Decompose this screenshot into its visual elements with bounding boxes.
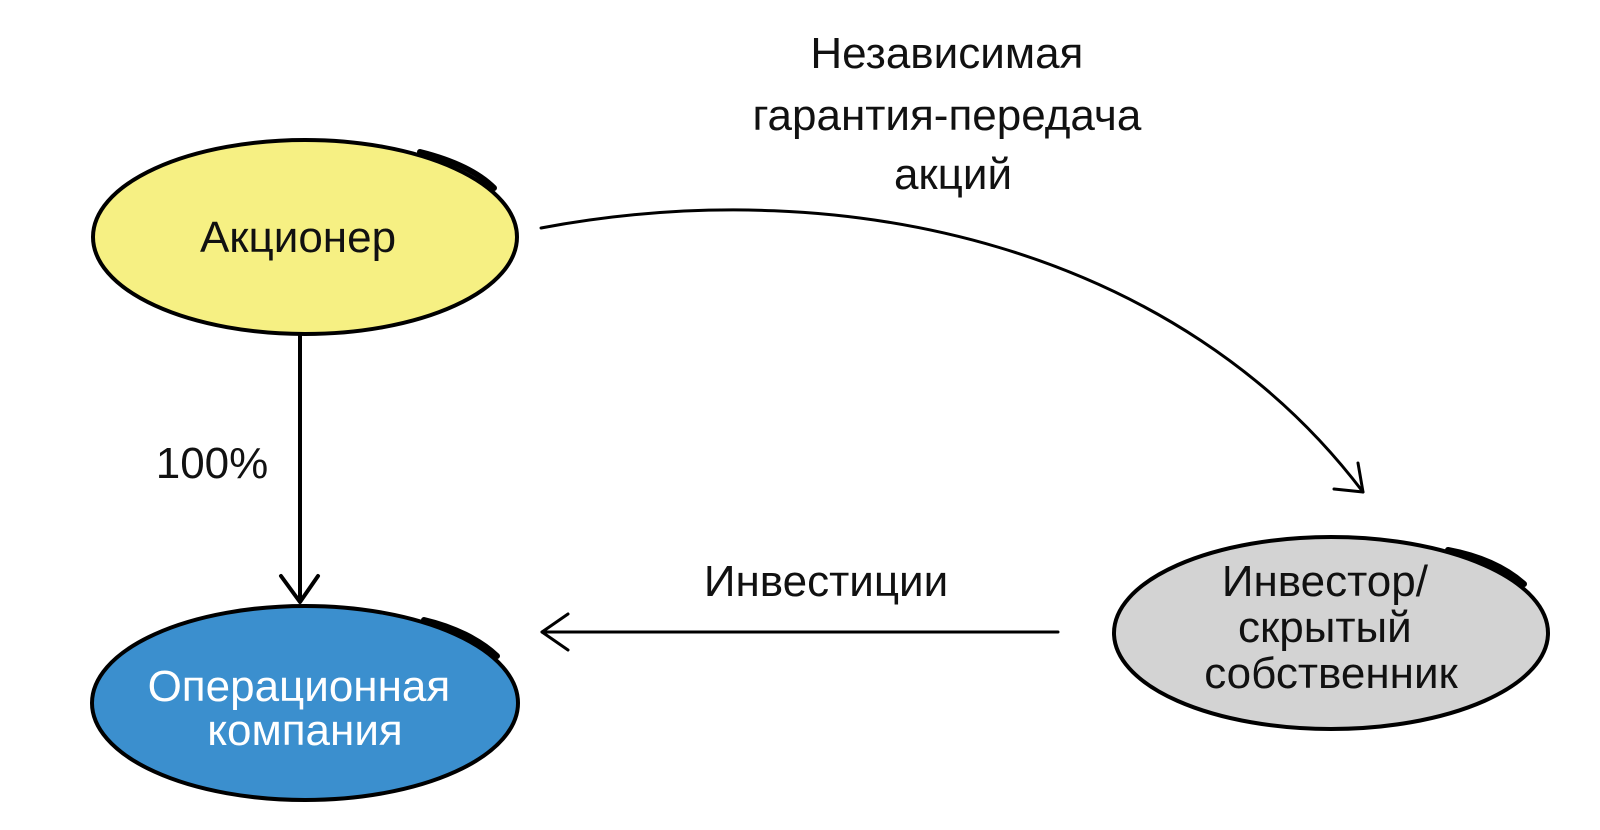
investor-label-line-1: Инвестор/ [1222, 557, 1429, 606]
operating-company-node: Операционная компания [90, 604, 520, 802]
operating-company-node-shape [90, 604, 520, 802]
operating-company-label: Операционная компания [148, 662, 463, 755]
investor-label-line-3: собственник [1204, 649, 1458, 698]
investment-edge-label: Инвестиции [704, 557, 948, 606]
operating-company-node-rim [421, 617, 500, 659]
investor-node-rim [1445, 547, 1527, 587]
guarantee-edge-arrowhead [1332, 461, 1365, 494]
shareholder-node-rim [417, 149, 497, 191]
guarantee-edge-label-line-3: акций [894, 150, 1012, 199]
ownership-edge-arrowhead [279, 574, 320, 604]
shareholder-label: Акционер [200, 213, 396, 262]
operating-company-label-line-1: Операционная [148, 662, 451, 711]
investor-node: Инвестор/ скрытый собственник [1112, 535, 1550, 731]
ownership-edge: 100% [156, 334, 320, 604]
guarantee-edge-label: Независимая гарантия-передача акций [752, 29, 1153, 199]
operating-company-label-line-2: компания [207, 706, 402, 755]
guarantee-edge-label-line-2: гарантия-передача [752, 91, 1141, 140]
guarantee-edge-label-line-1: Независимая [810, 29, 1083, 78]
investment-edge-arrowhead [540, 612, 570, 652]
investor-label-line-2: скрытый [1238, 603, 1412, 652]
investor-label: Инвестор/ скрытый собственник [1204, 557, 1458, 698]
investor-node-shape [1112, 535, 1550, 731]
guarantee-edge: Независимая гарантия-передача акций [539, 29, 1365, 494]
ownership-edge-label: 100% [156, 439, 269, 488]
guarantee-edge-curve [539, 208, 1365, 494]
shareholder-node: Акционер [91, 138, 519, 336]
shareholder-node-shape [91, 138, 519, 336]
investment-edge: Инвестиции [540, 557, 1060, 652]
